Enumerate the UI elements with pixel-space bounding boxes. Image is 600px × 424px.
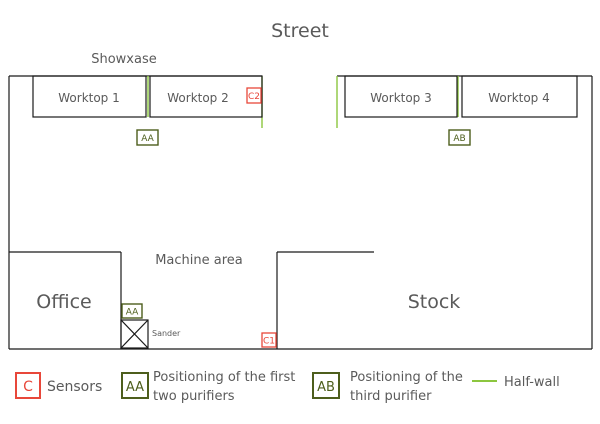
legend-first-purifiers: AA Positioning of the first two purifier… bbox=[121, 370, 295, 404]
purifier-aa-bottom-label: AA bbox=[126, 308, 139, 318]
legend-first-line2: two purifiers bbox=[153, 389, 235, 404]
worktop-4-label: Worktop 4 bbox=[488, 91, 550, 105]
sensor-c1-label: C1 bbox=[263, 337, 275, 347]
worktop-2: Worktop 2 bbox=[149, 75, 263, 118]
worktop-2-label: Worktop 2 bbox=[167, 91, 229, 105]
street-label: Street bbox=[271, 20, 329, 42]
showcase-label: Showxase bbox=[91, 52, 157, 67]
stock-label: Stock bbox=[408, 291, 461, 313]
purifier-ab-label: AB bbox=[453, 134, 465, 144]
sensor-c1: C1 bbox=[261, 332, 277, 348]
purifier-aa-top: AA bbox=[136, 129, 159, 146]
office-label: Office bbox=[36, 291, 91, 313]
sander: Sander bbox=[120, 319, 181, 349]
worktop-1: Worktop 1 bbox=[32, 75, 147, 118]
legend-sensor-label: Sensors bbox=[47, 379, 102, 395]
worktop-3-label: Worktop 3 bbox=[370, 91, 432, 105]
purifier-ab: AB bbox=[448, 129, 471, 146]
worktop-1-label: Worktop 1 bbox=[58, 91, 120, 105]
worktop-4: Worktop 4 bbox=[461, 75, 578, 118]
stock-room: Stock bbox=[276, 251, 461, 349]
purifier-aa-top-label: AA bbox=[141, 134, 154, 144]
purifier-aa-bottom: AA bbox=[121, 303, 143, 319]
machine-area-label: Machine area bbox=[155, 253, 243, 268]
legend-sensor-symbol: C bbox=[23, 379, 33, 395]
legend-third-line1: Positioning of the bbox=[350, 370, 463, 385]
legend-sensors: C Sensors bbox=[15, 372, 102, 399]
legend-third-symbol: AB bbox=[317, 380, 335, 395]
legend-first-symbol: AA bbox=[126, 380, 144, 395]
legend-third-line2: third purifier bbox=[350, 389, 432, 404]
legend-third-purifier: AB Positioning of the third purifier bbox=[312, 370, 463, 404]
legend-first-line1: Positioning of the first bbox=[153, 370, 295, 385]
legend-half-wall: Half-wall bbox=[472, 375, 560, 390]
legend: C Sensors AA Positioning of the first tw… bbox=[15, 370, 560, 404]
sander-label: Sander bbox=[152, 329, 181, 338]
legend-half-wall-label: Half-wall bbox=[504, 375, 560, 390]
sensor-c2: C2 bbox=[246, 87, 262, 104]
office-room: Office bbox=[9, 251, 122, 349]
sensor-c2-label: C2 bbox=[248, 92, 260, 102]
worktop-3: Worktop 3 bbox=[344, 75, 458, 118]
